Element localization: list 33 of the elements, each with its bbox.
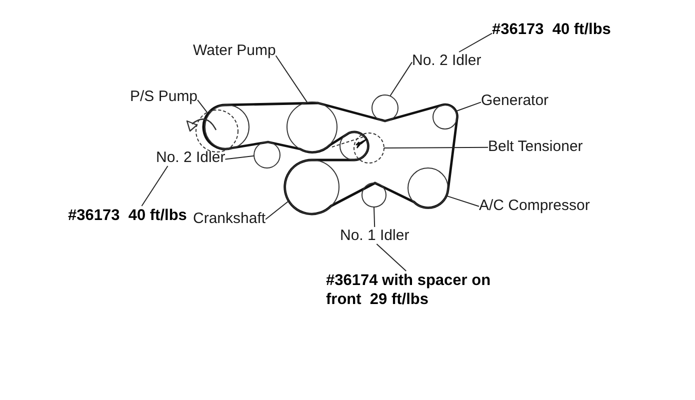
leader-line [197, 99, 208, 113]
leader-line [265, 200, 290, 220]
leader-line [374, 206, 376, 228]
generator-pulley [432, 104, 458, 130]
part-label: No. 2 Idler [156, 149, 226, 166]
leader-line [141, 166, 168, 206]
part-label: No. 2 Idler [412, 52, 482, 69]
torque-note: #36173 40 ft/lbs [68, 206, 187, 225]
torque-note: #36174 with spacer on front 29 ft/lbs [326, 271, 504, 309]
part-label: Generator [481, 92, 549, 109]
idler-pulley [254, 142, 280, 168]
leader-line [455, 102, 482, 112]
leader-line [446, 195, 480, 207]
part-label: P/S Pump [130, 88, 198, 105]
tensioner-pulley [332, 132, 384, 164]
leader-line [384, 146, 488, 148]
leader-line [376, 244, 407, 272]
compressor-pulley [408, 168, 448, 208]
part-label: Water Pump [193, 42, 276, 59]
part-label: A/C Compressor [479, 197, 590, 214]
part-label: No. 1 Idler [340, 227, 410, 244]
part-label: Belt Tensioner [488, 138, 583, 155]
leader-line [458, 32, 492, 52]
idler-pulley [362, 182, 386, 208]
leader-line [275, 55, 308, 103]
crankshaft-pulley [284, 160, 340, 214]
pump-pulley [196, 104, 250, 152]
torque-note: #36173 40 ft/lbs [492, 20, 611, 39]
idler-pulley [372, 94, 398, 122]
leader-line [390, 62, 412, 97]
water-pump-pulley [286, 102, 338, 152]
leader-line [224, 155, 255, 160]
part-label: Crankshaft [193, 210, 266, 227]
